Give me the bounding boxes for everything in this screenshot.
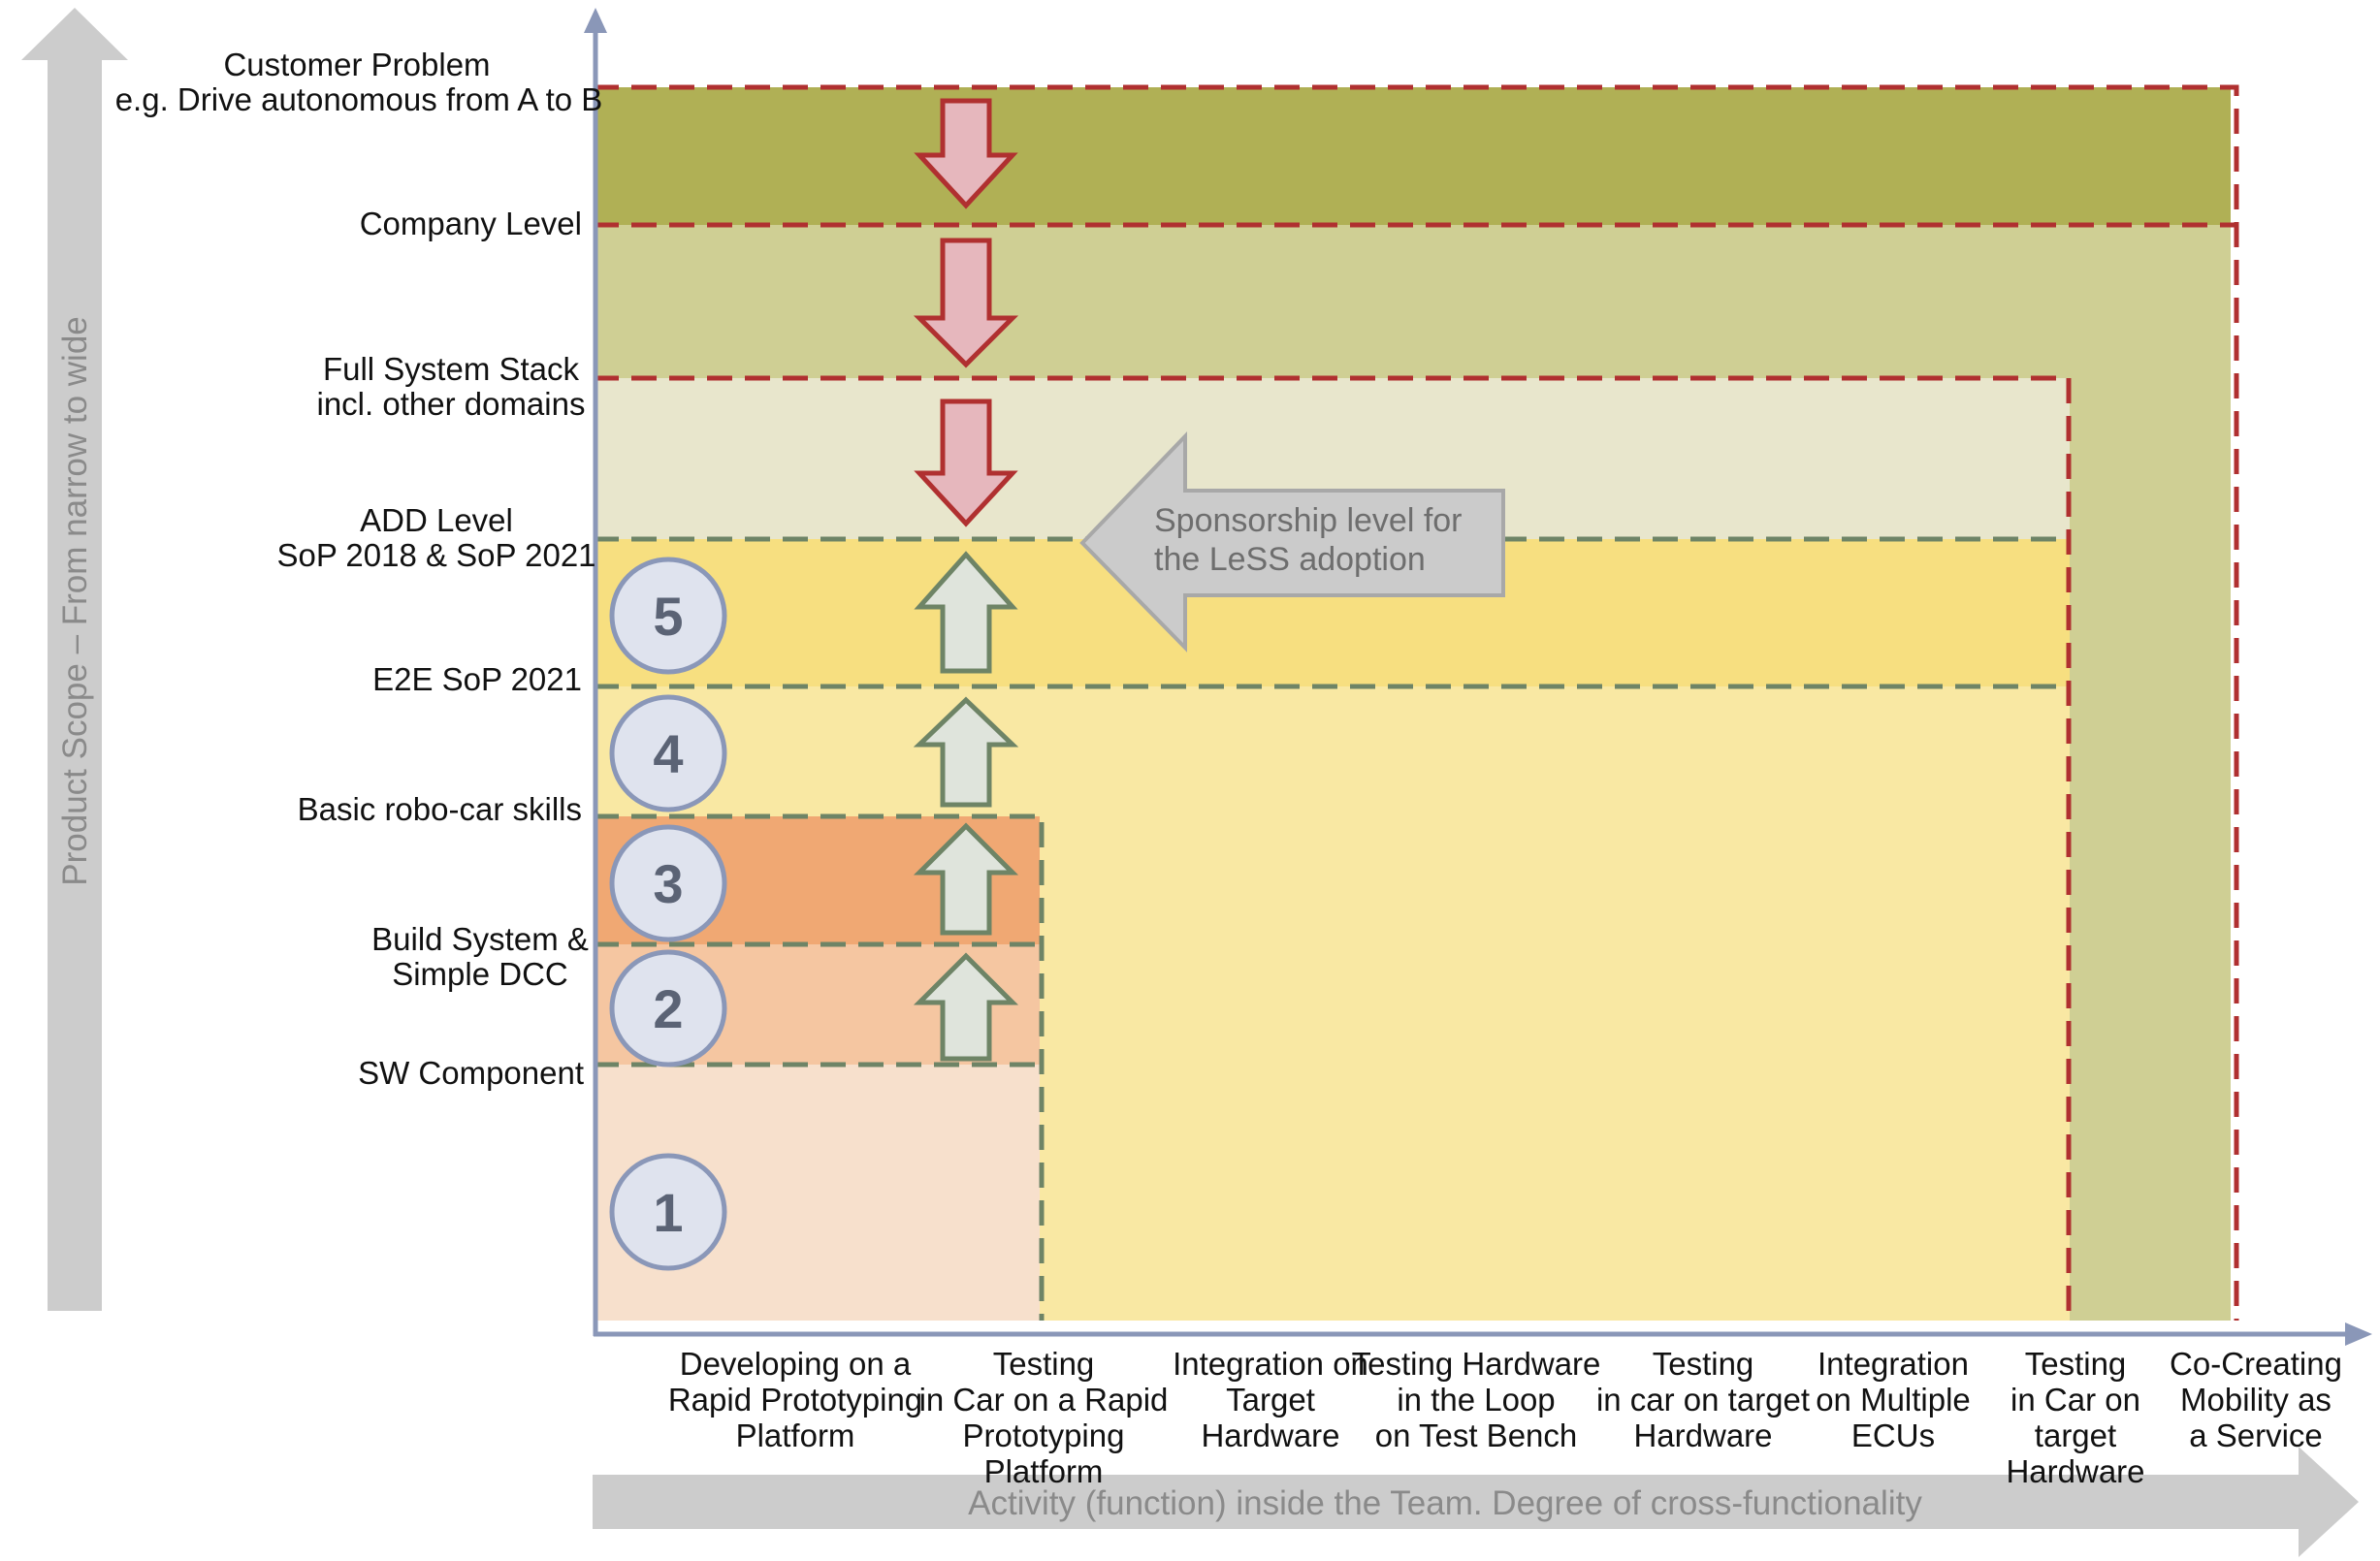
product-scope-arrow [21, 8, 128, 1311]
down-arrows [913, 98, 1019, 527]
down-arrow-1 [914, 98, 1018, 209]
stage-circle-3: 3 [609, 824, 727, 942]
down-arrow-3 [914, 398, 1018, 527]
stage-circle-5: 5 [609, 557, 727, 675]
up-arrow-3 [913, 822, 1019, 936]
stage-number-5: 5 [653, 586, 683, 647]
stage-number-2: 2 [653, 978, 683, 1039]
up-arrows [913, 551, 1019, 1062]
customer-problem-band [594, 87, 2231, 225]
stage-number-1: 1 [653, 1182, 683, 1243]
y-level-label-7: Build System &Simple DCC [371, 921, 589, 992]
up-arrow-4 [913, 952, 1019, 1062]
y-level-label-6: Basic robo-car skills [298, 791, 582, 827]
y-axis-title: Product Scope – From narrow to wide [56, 316, 94, 885]
up-arrow-1 [914, 551, 1018, 674]
y-level-label-5: E2E SoP 2021 [372, 661, 582, 697]
stage-circle-2: 2 [609, 949, 727, 1067]
y-axis-arrowhead [584, 8, 607, 33]
up-arrow-2 [913, 696, 1019, 808]
x-axis-arrowhead [2345, 1322, 2372, 1346]
y-level-label-2: Company Level [360, 206, 582, 241]
x-axis-title: Activity (function) inside the Team. Deg… [968, 1484, 1922, 1522]
sponsorship-callout-line-2: the LeSS adoption [1154, 541, 1426, 578]
stage-circle-1: 1 [609, 1153, 727, 1271]
red-dashed-boundaries [594, 84, 2239, 1321]
stage-circles: 5 4 3 2 1 [609, 557, 727, 1271]
y-level-label-8: SW Component [358, 1055, 584, 1091]
axes [584, 8, 2372, 1346]
stage-number-4: 4 [653, 723, 683, 784]
activity-arrow [593, 1447, 2359, 1557]
sponsorship-callout-line-1: Sponsorship level for [1154, 502, 1463, 539]
stage-circle-4: 4 [609, 694, 727, 812]
down-arrow-2 [913, 238, 1019, 368]
sponsorship-callout-arrow [1079, 431, 1505, 653]
stage-number-3: 3 [653, 853, 683, 914]
